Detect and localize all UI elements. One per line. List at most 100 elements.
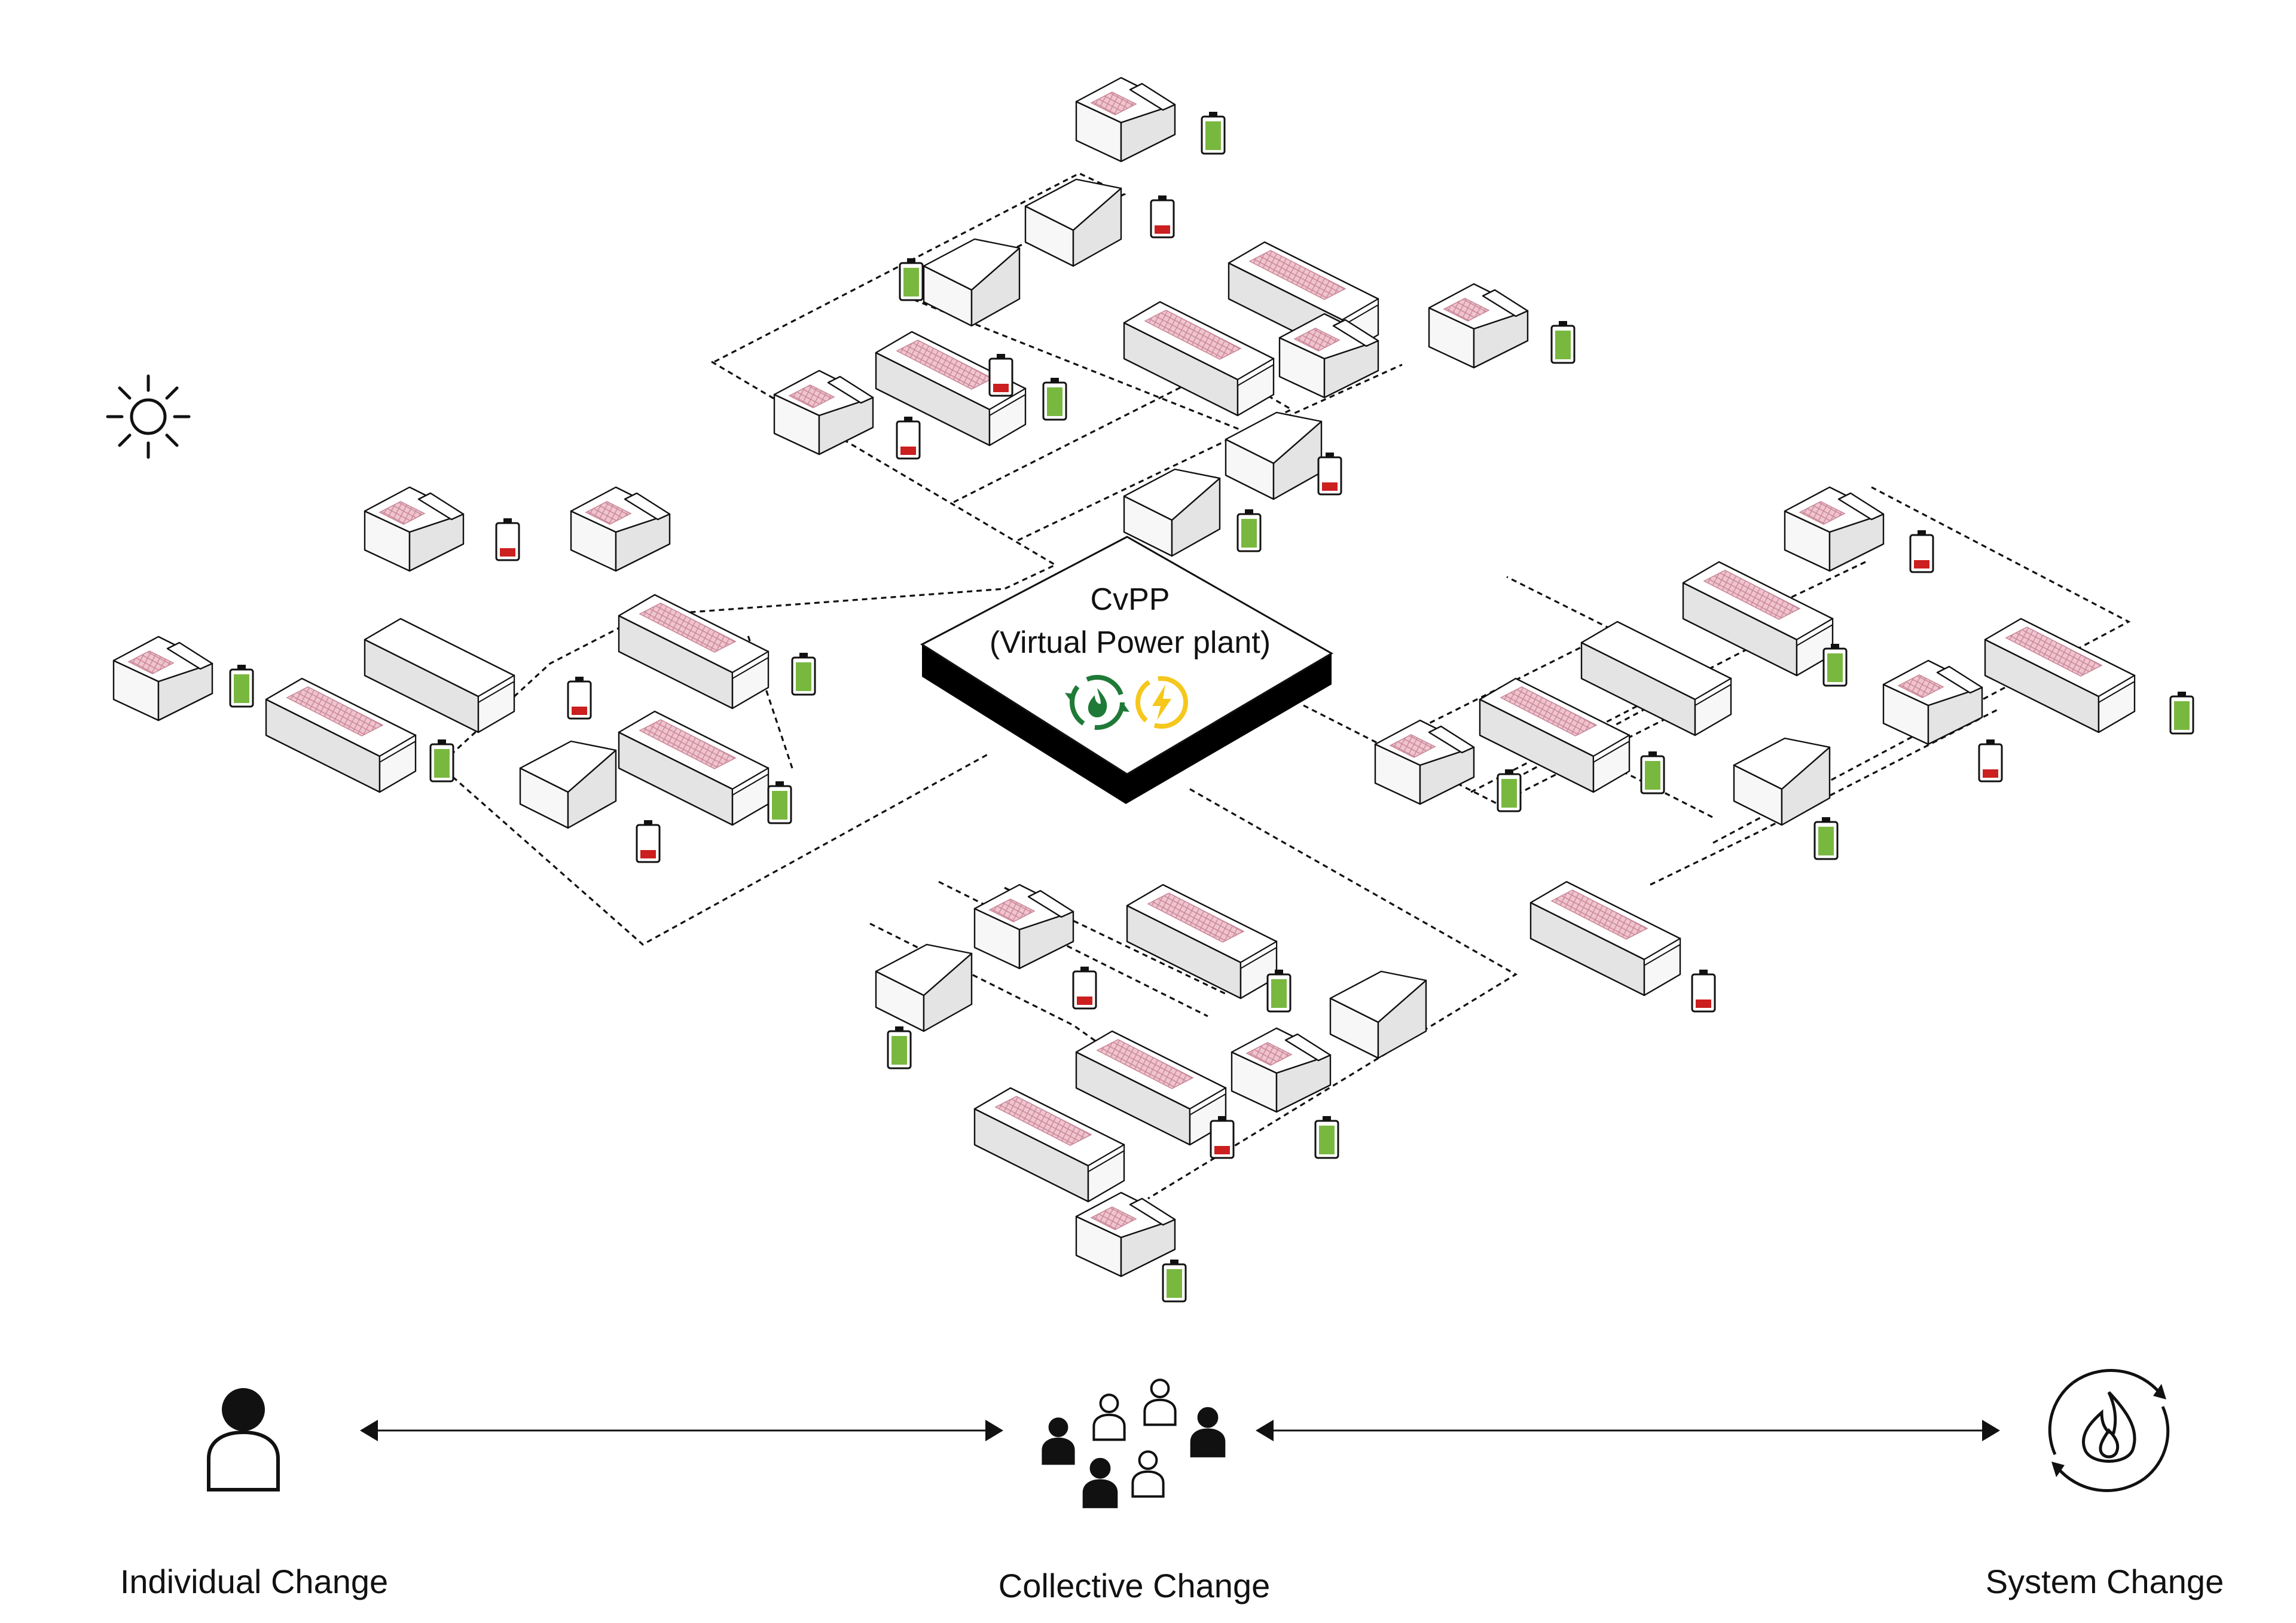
battery-full-icon	[887, 1026, 912, 1069]
person-icon	[1082, 1457, 1118, 1508]
battery-full-icon	[1640, 751, 1665, 794]
battery-full-icon	[1201, 112, 1226, 155]
battery-low-icon	[988, 354, 1013, 397]
solar-panel	[585, 501, 632, 525]
individual-change-label: Individual Change	[120, 1563, 388, 1600]
solar-panel	[1799, 501, 1846, 525]
person-icon	[1190, 1407, 1226, 1457]
person-icon	[1131, 1450, 1165, 1498]
house-cluster	[112, 77, 2136, 1277]
house	[973, 884, 1074, 970]
double-arrow-left	[360, 1420, 1003, 1441]
house	[1329, 970, 1427, 1059]
solar-panel	[639, 719, 737, 769]
solar-panel	[639, 603, 737, 653]
battery-low-icon	[1210, 1116, 1235, 1159]
battery-full-icon	[1236, 509, 1262, 552]
battery-low-icon	[1317, 453, 1342, 496]
house	[112, 635, 213, 722]
connection-line	[1650, 707, 2001, 886]
battery-full-icon	[1266, 970, 1292, 1013]
solar-panel	[127, 650, 175, 674]
house	[1126, 884, 1278, 1000]
battery-full-icon	[1497, 769, 1522, 812]
change-scale: Individual Change Collective Change Syst…	[120, 1368, 2224, 1604]
house	[570, 486, 671, 572]
battery-low-icon	[495, 518, 520, 561]
battery-full-icon	[1822, 644, 1848, 687]
house	[875, 943, 973, 1032]
solar-panel	[994, 1096, 1092, 1146]
group-of-people-icon	[1042, 1379, 1226, 1508]
house	[1882, 659, 1983, 745]
house	[1075, 1030, 1227, 1146]
person-icon	[1092, 1393, 1126, 1441]
solar-panel	[1096, 1039, 1194, 1089]
house	[973, 1087, 1125, 1203]
battery-full-icon	[899, 258, 924, 301]
battery-full-icon	[1813, 817, 1839, 860]
house	[364, 486, 465, 572]
house	[1231, 1027, 1332, 1113]
renewable-flame-recycle-icon	[1065, 675, 1129, 730]
battery-low-icon	[636, 820, 661, 863]
battery-full-icon	[2169, 692, 2194, 735]
house	[1733, 737, 1831, 826]
person-icon	[1042, 1417, 1075, 1465]
battery-full-icon	[1162, 1260, 1187, 1303]
house	[1024, 178, 1122, 267]
solar-panel	[1703, 570, 1801, 620]
person-icon	[207, 1388, 280, 1491]
house	[1529, 881, 1681, 997]
solar-panel	[1389, 734, 1436, 758]
sun-icon	[106, 374, 191, 459]
solar-panel	[1293, 328, 1341, 352]
battery-low-icon	[1909, 530, 1934, 573]
solar-panel	[1144, 310, 1242, 360]
house	[1374, 719, 1475, 805]
hub-title: CvPP	[1091, 582, 1170, 617]
battery-low-icon	[567, 677, 592, 720]
house	[265, 677, 417, 793]
solar-panel	[988, 898, 1036, 922]
solar-panel	[1090, 91, 1137, 115]
house	[1682, 561, 1834, 677]
house	[1580, 621, 1732, 736]
battery-low-icon	[1691, 970, 1716, 1013]
house	[1123, 301, 1275, 417]
solar-panel	[2005, 626, 2103, 677]
solar-panel	[378, 501, 426, 525]
house	[1075, 1191, 1176, 1277]
house	[875, 331, 1027, 447]
house	[618, 710, 770, 826]
house	[1075, 77, 1176, 163]
hub-subtitle: (Virtual Power plant)	[990, 625, 1271, 660]
solar-panel	[1443, 298, 1490, 322]
house	[618, 594, 770, 710]
battery-full-icon	[1314, 1116, 1339, 1159]
house	[1123, 468, 1221, 557]
collective-change-label: Collective Change	[999, 1567, 1270, 1604]
connection-line	[1147, 788, 1518, 1200]
house	[1479, 677, 1631, 793]
battery-full-icon	[767, 781, 792, 824]
battery-full-icon	[429, 739, 454, 783]
hub-top	[920, 536, 1333, 775]
person-icon	[1143, 1379, 1177, 1426]
house	[1984, 618, 2136, 733]
battery-full-icon	[791, 653, 816, 696]
solar-panel	[1550, 890, 1648, 940]
battery-low-icon	[1150, 195, 1175, 239]
battery-low-icon	[896, 417, 921, 460]
solar-panel	[1090, 1206, 1137, 1230]
house	[1225, 411, 1323, 500]
house	[1278, 313, 1379, 399]
battery-low-icon	[1978, 739, 2003, 783]
house	[1428, 283, 1529, 369]
battery-full-icon	[1550, 321, 1576, 364]
solar-panel	[1500, 686, 1598, 736]
solar-panel	[1248, 250, 1347, 300]
system-change-label: System Change	[1986, 1563, 2224, 1600]
connection-line	[1712, 486, 2131, 844]
